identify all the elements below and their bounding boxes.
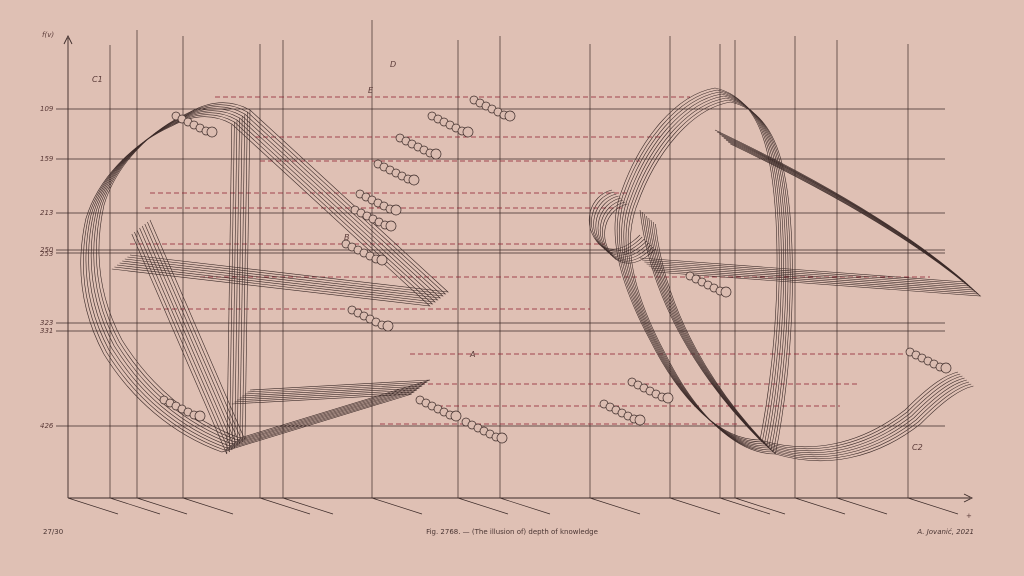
perspective-foot-line [907,497,959,515]
perspective-foot-line [457,497,509,515]
y-tick-label: 331 [40,327,53,335]
y-tick-label: 109 [40,105,54,113]
bead-chain [159,395,206,422]
loop-stroke [593,91,970,452]
bead-chain [427,111,474,138]
bead-chain [627,377,674,404]
label-c2: C2 [912,443,923,452]
figure-caption: Fig. 2768. — (The illusion of) depth of … [426,528,598,536]
y-axis-label: f(v) [42,31,54,39]
perspective-baseline-lines [67,497,959,515]
perspective-foot-line [499,497,551,515]
y-tick-label: 250 [40,246,54,254]
label-d: D [390,60,396,69]
perspective-foot-line [719,497,771,515]
loop-c2-shape [588,87,981,462]
y-axis-arrow [63,34,73,45]
y-tick-label: 323 [40,319,53,327]
loop-c1-shape [80,102,449,455]
perspective-foot-line [836,497,888,515]
perspective-foot-line [182,497,234,515]
y-tick-label: 213 [40,209,53,217]
author-credit: A. Jovanić, 2021 [917,528,974,536]
loop-stroke [588,87,966,448]
perspective-foot-line [734,497,786,515]
bead-chains [159,95,952,444]
loop-stroke [595,93,973,454]
perspective-foot-line [282,497,334,515]
perspective-foot-line [371,497,423,515]
axes [63,34,974,503]
bead-chain [599,399,646,426]
perspective-foot-line [259,497,311,515]
label-e: E [368,86,374,95]
bead-chain [171,111,218,138]
bead-chain [373,159,420,186]
bead-chain [905,347,952,374]
perspective-foot-line [109,497,161,515]
label-a: A [469,350,475,359]
loop-stroke [590,89,968,450]
perspective-foot-line [67,497,119,515]
y-tick-label: 159 [40,155,54,163]
bead-chain [347,305,394,332]
perspective-foot-line [136,497,188,515]
x-axis-arrow [963,493,974,503]
perspective-foot-line [589,497,641,515]
bead-chain [415,395,462,422]
perspective-foot-line [794,497,846,515]
y-tick-label: 253 [40,250,53,258]
dashed-guide-lines [130,96,930,425]
bead-chain [469,95,516,122]
page-number: 27/30 [43,528,64,536]
y-tick-labels: 109 159 213 250 253 323 331 426 [40,105,54,430]
x-axis-label: + [966,512,972,520]
horizontal-grid-lines [56,108,945,427]
y-tick-label: 426 [40,422,54,430]
label-c1: C1 [92,75,103,84]
label-b: B [344,233,350,242]
bead-chain [395,133,442,160]
perspective-foot-line [669,497,721,515]
